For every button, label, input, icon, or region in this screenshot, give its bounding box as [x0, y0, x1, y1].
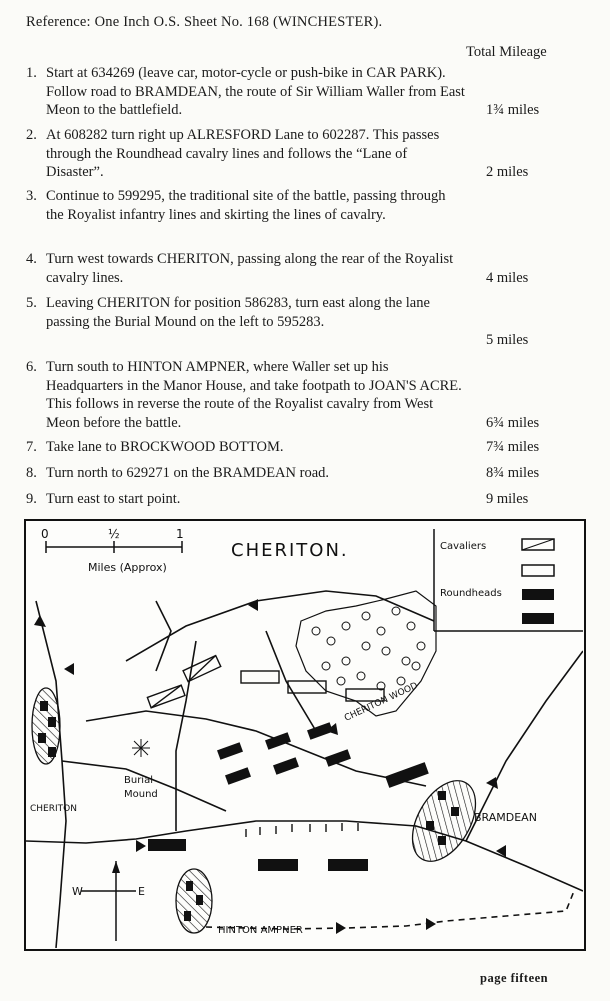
- battlefield-map: 0 ½ 1 Miles (Approx) CHERITON. Cavaliers…: [24, 519, 586, 951]
- lane-north: [175, 640, 197, 831]
- infantry-block: [345, 688, 385, 702]
- step-number: 1.: [26, 65, 37, 81]
- step-miles: 9 miles: [486, 491, 529, 507]
- compass-west: W: [72, 885, 83, 898]
- cheriton-village: CHERITON: [30, 687, 77, 814]
- scale-zero: 0: [41, 527, 49, 541]
- step-number: 2.: [26, 127, 37, 143]
- step-text: Continue to 599295, the traditional site…: [46, 188, 446, 223]
- cheriton-wood: CHERITON WOOD: [295, 590, 437, 724]
- step-text: At 608282 turn right up ALRESFORD Lane t…: [46, 127, 440, 180]
- arrow: [486, 777, 498, 789]
- step-miles: 1¾ miles: [486, 102, 540, 118]
- step-miles: 5 miles: [486, 332, 529, 348]
- compass-icon: W E: [72, 861, 145, 941]
- step-number: 4.: [26, 251, 37, 267]
- step-miles: 6¾ miles: [486, 415, 540, 431]
- lane-burial: [61, 760, 227, 812]
- infantry-ticks: [245, 823, 359, 837]
- page-number: page fifteen: [480, 971, 549, 985]
- step-text: Start at 634269 (leave car, motor-cycle …: [46, 65, 465, 118]
- bramdean-label: BRAMDEAN: [474, 811, 537, 824]
- road-bramdean-north: [465, 650, 583, 842]
- bramdean-village: BRAMDEAN: [411, 780, 537, 862]
- step-number: 6.: [26, 359, 37, 375]
- infantry-block: [287, 680, 327, 694]
- hinton-ampner: HINTON AMPNER: [175, 868, 303, 936]
- scale-bar: 0 ½ 1 Miles (Approx): [41, 527, 184, 574]
- royalist-lines: [146, 654, 385, 709]
- arrow: [426, 918, 436, 930]
- road-west: [35, 600, 67, 948]
- scale-label: Miles (Approx): [88, 561, 167, 574]
- step-number: 9.: [26, 491, 37, 507]
- cheriton-label: CHERITON: [30, 804, 77, 814]
- lane-alt: [155, 600, 172, 672]
- infantry-symbol: [521, 564, 555, 577]
- map-title: CHERITON.: [231, 540, 349, 561]
- step-text: Turn west towards CHERITON, passing alon…: [46, 251, 454, 286]
- step-text: Take lane to BROCKWOOD BOTTOM.: [46, 439, 284, 455]
- reference-line: Reference: One Inch O.S. Sheet No. 168 (…: [26, 14, 383, 30]
- burial-label-line1: Burial: [124, 775, 153, 786]
- lane-alresford: [125, 590, 435, 662]
- legend-cavaliers: Cavaliers: [440, 541, 486, 552]
- compass-east: E: [138, 885, 145, 898]
- burial-label-line2: Mound: [124, 789, 158, 800]
- arrow: [64, 663, 74, 675]
- lane-center: [85, 710, 427, 787]
- total-mileage-header: Total Mileage: [466, 44, 547, 60]
- scale-one: 1: [176, 527, 184, 541]
- roundhead-cavalry-symbol: [522, 589, 554, 600]
- infantry-block: [240, 670, 280, 684]
- step-miles: 2 miles: [486, 164, 529, 180]
- roads: [26, 590, 583, 948]
- road-main: [26, 820, 583, 892]
- footpath: [205, 890, 575, 930]
- step-number: 3.: [26, 188, 37, 204]
- arrow: [248, 599, 258, 611]
- map-legend: Cavaliers Roundheads: [433, 529, 583, 632]
- roundhead-infantry-symbol: [522, 613, 554, 624]
- cheriton-wood-label: CHERITON WOOD: [343, 681, 420, 724]
- step-number: 5.: [26, 295, 37, 311]
- roundhead-lines: [148, 722, 429, 871]
- step-miles: 7¾ miles: [486, 439, 540, 455]
- map-drawing: 0 ½ 1 Miles (Approx) CHERITON. Cavaliers…: [26, 527, 583, 948]
- step-text: Turn south to HINTON AMPNER, where Walle…: [46, 359, 462, 431]
- legend-roundheads: Roundheads: [440, 588, 502, 599]
- cavalry-symbol: [521, 538, 555, 551]
- hinton-ampner-label: HINTON AMPNER: [218, 925, 303, 936]
- step-miles: 4 miles: [486, 270, 529, 286]
- step-number: 7.: [26, 439, 37, 455]
- arrow: [136, 840, 146, 852]
- lane-short: [265, 630, 317, 732]
- step-text: Turn north to 629271 on the BRAMDEAN roa…: [46, 465, 330, 481]
- step-miles: 8¾ miles: [486, 465, 540, 481]
- step-number: 8.: [26, 465, 37, 481]
- cavalry-diagonal: [521, 538, 555, 551]
- arrow: [34, 615, 46, 627]
- scale-half: ½: [108, 527, 120, 541]
- burial-mound: Burial Mound: [124, 739, 158, 800]
- step-text: Turn east to start point.: [46, 491, 181, 507]
- step-text: Leaving CHERITON for position 586283, tu…: [46, 295, 430, 330]
- arrow: [496, 845, 506, 857]
